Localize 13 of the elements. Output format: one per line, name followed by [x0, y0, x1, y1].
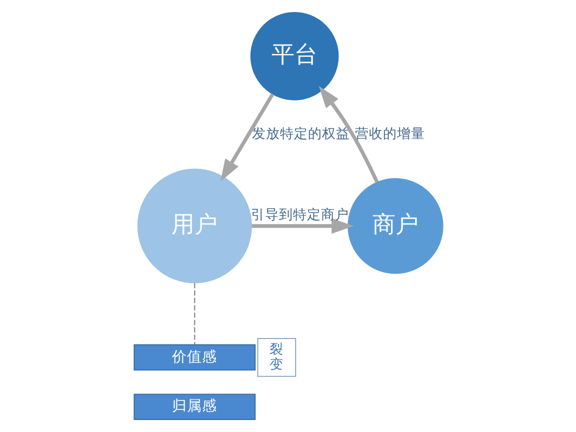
- arrow: [318, 86, 378, 183]
- connector: [194, 283, 195, 344]
- arrow: [220, 93, 274, 182]
- edge-label: 发放特定的权益: [251, 126, 350, 142]
- edge-label: 引导到特定商户: [250, 207, 348, 224]
- node-circle: 商户: [347, 178, 443, 274]
- node-circle: 用户: [136, 168, 252, 284]
- node-box: 裂变: [256, 338, 296, 377]
- arrow: [251, 218, 354, 234]
- edge-label: 营收的增量: [354, 126, 425, 142]
- node-circle: 平台: [250, 12, 338, 100]
- node-box: 价值感: [133, 344, 256, 371]
- node-box: 归属感: [133, 394, 256, 420]
